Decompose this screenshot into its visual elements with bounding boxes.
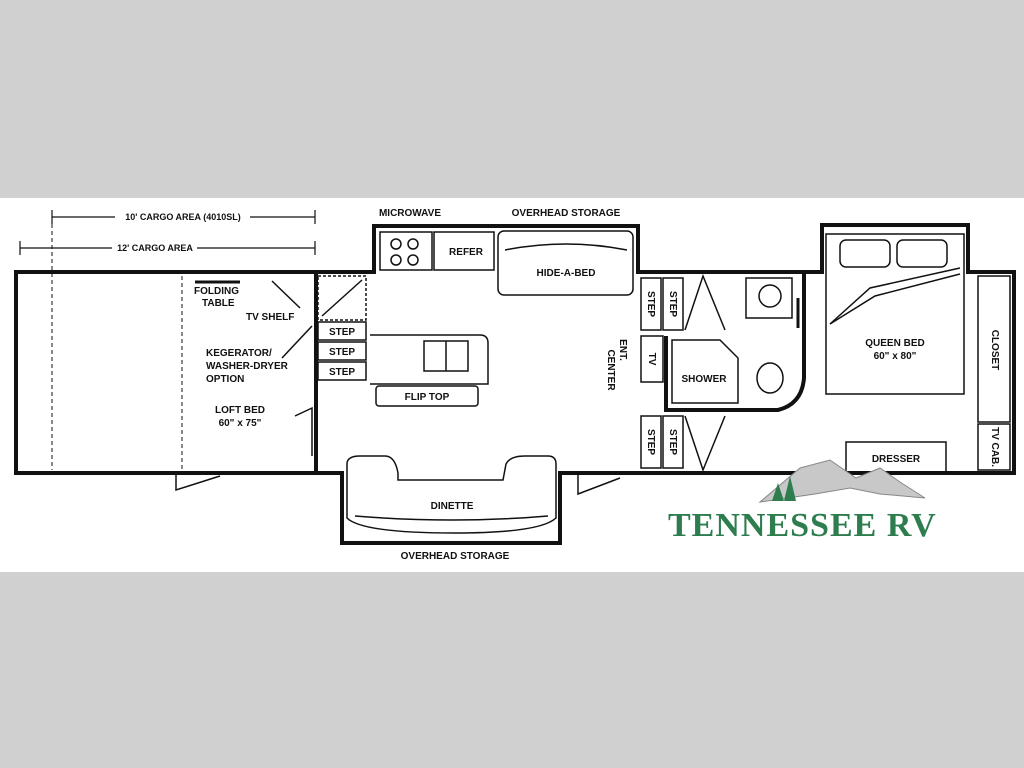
hide-a-bed-sofa [497,230,634,296]
mountain-logo-icon [758,459,926,503]
cargo-10-label: 10' CARGO AREA (4010SL) [125,212,241,222]
bedroom-step-label-1: STEP [645,291,656,317]
stove-icon [379,231,433,271]
tennessee-rv-logo: TENNESSEE RV [668,507,937,544]
floor-plan-panel: 10' CARGO AREA (4010SL) 12' CARGO AREA M… [0,198,1024,572]
tv-cabinet-bedroom [977,423,1011,471]
bedroom-step-2 [662,277,684,331]
ent-center-label-1: ENT. [617,339,628,361]
folding-table-label-2: TABLE [202,298,235,309]
bedroom-step-4 [662,415,684,469]
loft-bed-label-1: LOFT BED [215,405,265,416]
overhead-storage-top-label: OVERHEAD STORAGE [512,208,621,219]
bedroom-step-1 [640,277,662,331]
folding-table-label-1: FOLDING [194,286,239,297]
dinette-booth [346,455,557,534]
bath-door-top [684,273,726,331]
bathroom-wall [664,272,806,412]
step-1 [317,321,367,341]
queen-bed-label-2: 60" x 80" [874,351,917,362]
step-3 [317,361,367,381]
dinette-label: DINETTE [431,501,474,512]
bedroom-step-label-3: STEP [645,429,656,455]
cargo-entry-door [175,473,221,492]
flip-top-table [375,385,479,407]
refrigerator [433,231,495,271]
kegerator-label-1: KEGERATOR/ [206,348,272,359]
cargo-12-label: 12' CARGO AREA [117,243,193,253]
step-label-2: STEP [329,347,355,358]
bedroom-step-3 [640,415,662,469]
kegerator-label-2: WASHER-DRYER [206,361,289,372]
cargo-door [294,406,313,456]
tv-label: TV [646,353,657,366]
shower-label: SHOWER [682,374,728,385]
overhead-storage-bottom-label: OVERHEAD STORAGE [401,551,510,562]
bathroom-vanity [745,277,793,319]
bath-door-bottom [684,415,726,473]
queen-bed [825,233,965,395]
tv-shelf-label: TV SHELF [246,312,294,323]
closet [977,275,1011,423]
tv-cabinet [640,335,664,383]
shower-stall [671,339,739,404]
closet-label: CLOSET [989,330,1000,371]
bedroom-step-label-4: STEP [667,429,678,455]
bedroom-step-label-2: STEP [667,291,678,317]
toilet-icon [756,362,784,394]
kegerator-label-3: OPTION [206,374,244,385]
dresser [845,441,947,473]
refer-label: REFER [449,247,484,258]
step-label-1: STEP [329,327,355,338]
washer-dryer-space [317,275,367,321]
sink-icon [758,284,782,308]
dresser-label: DRESSER [872,454,921,465]
floor-plan-diagram: 10' CARGO AREA (4010SL) 12' CARGO AREA M… [14,208,1016,562]
kitchen-island [370,334,489,385]
flip-top-label: FLIP TOP [405,392,450,403]
hide-a-bed-label: HIDE-A-BED [537,268,596,279]
loft-bed-label-2: 60" x 75" [219,418,262,429]
microwave-label: MICROWAVE [379,208,441,219]
ent-center-label-2: CENTER [605,349,616,391]
trailer-outline [14,223,1016,545]
step-2 [317,341,367,361]
main-entry-door [577,473,621,496]
step-label-3: STEP [329,367,355,378]
queen-bed-label-1: QUEEN BED [865,338,924,349]
tv-cab-label: TV CAB. [989,427,1000,467]
